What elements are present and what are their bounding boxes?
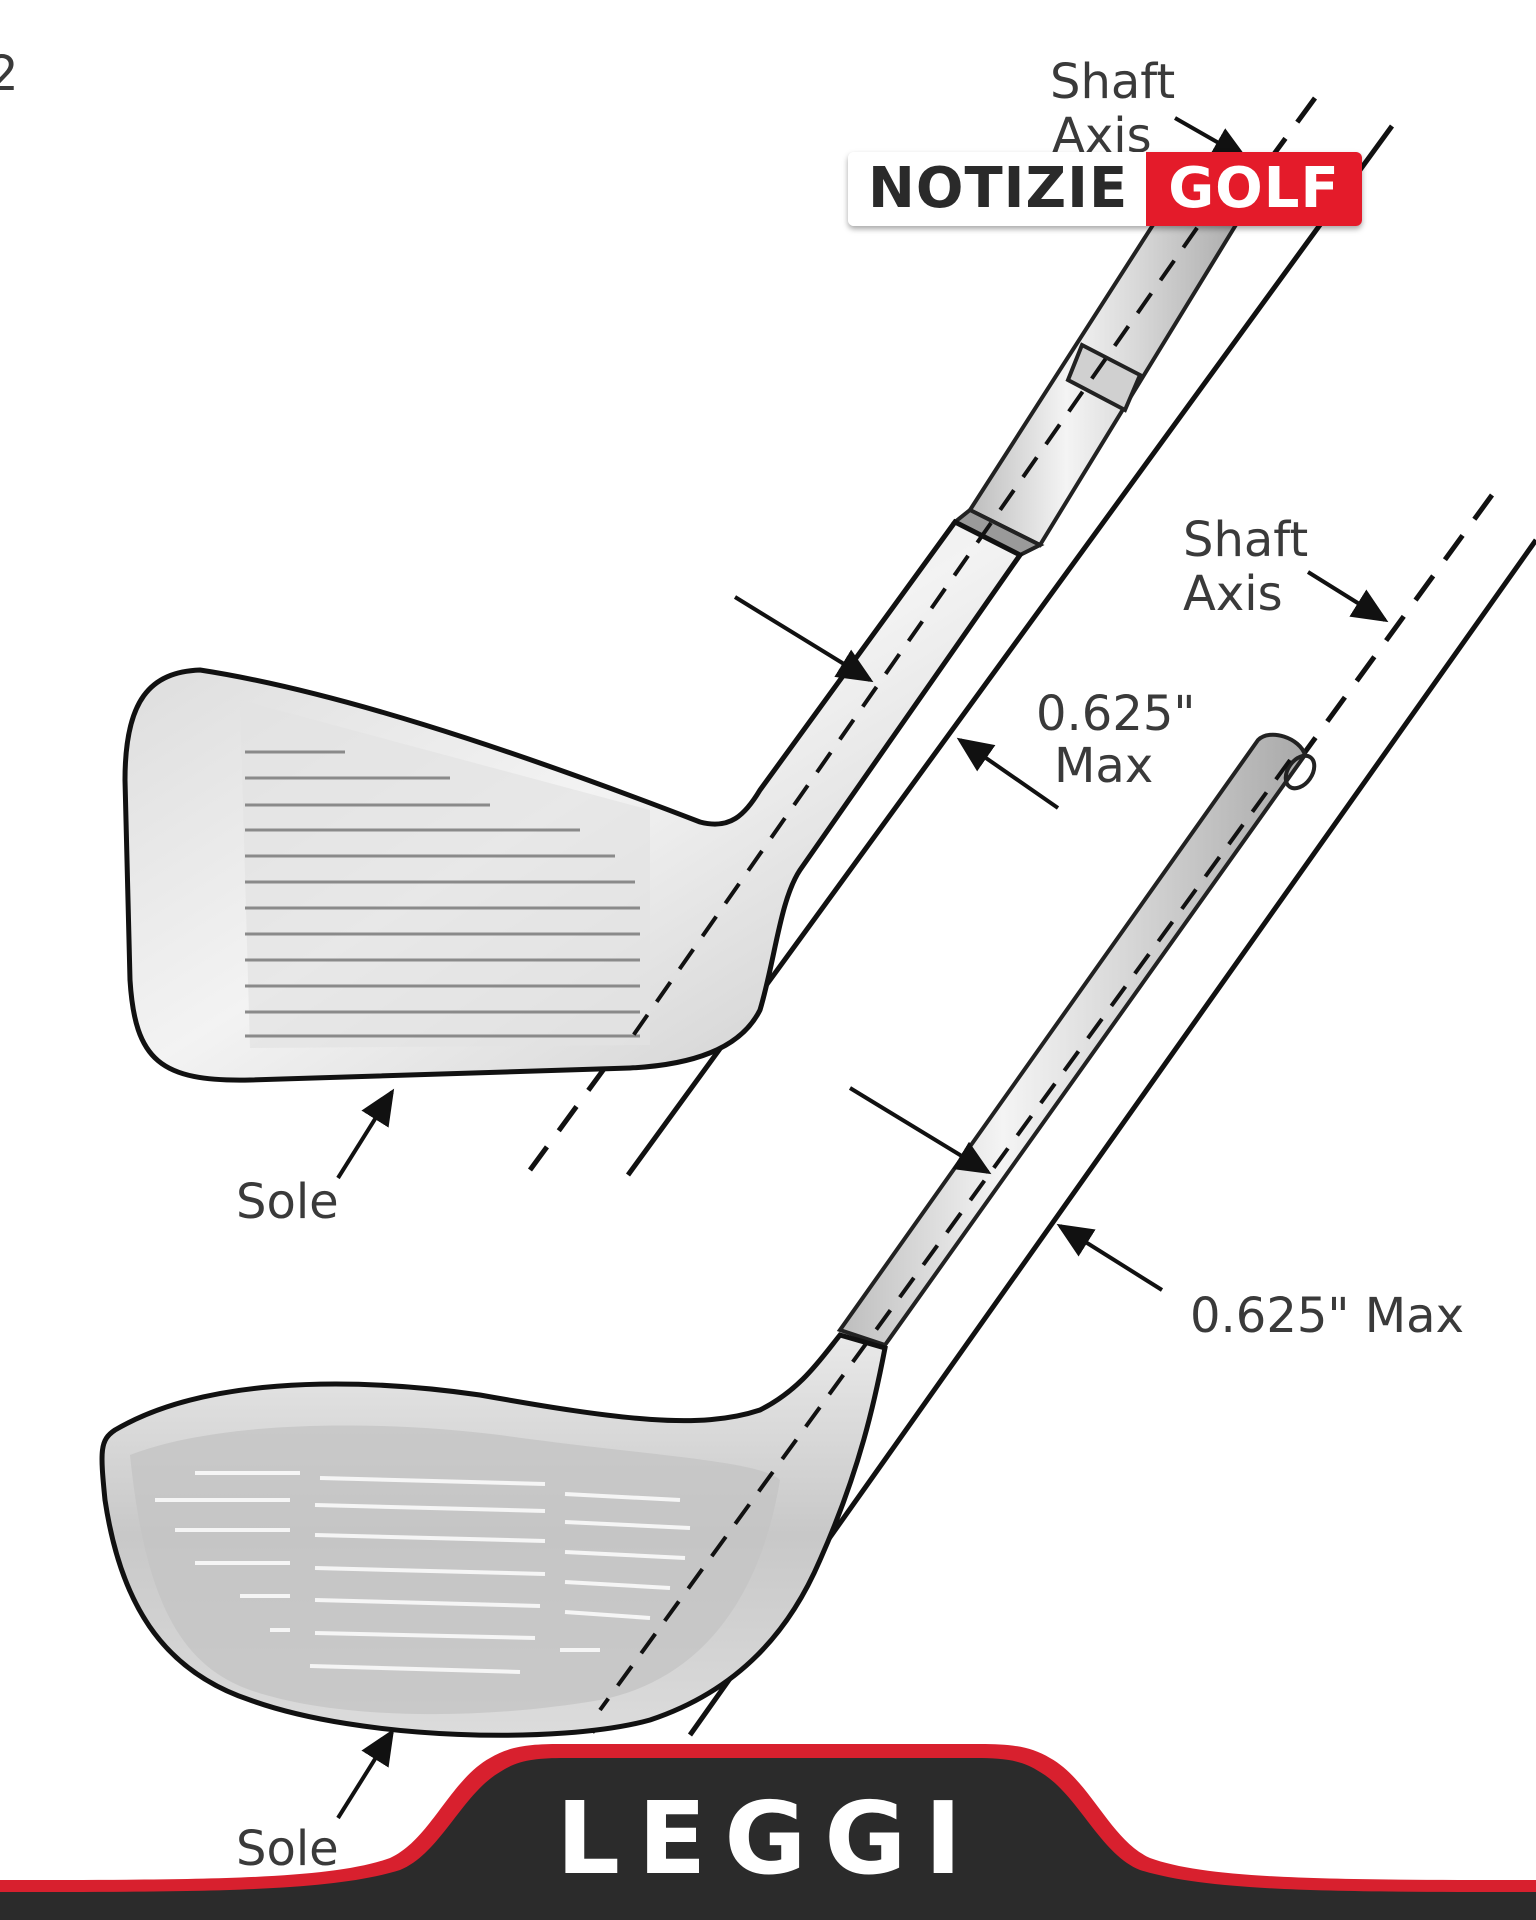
- max-label-top-2: Max: [1054, 738, 1153, 794]
- wood-club: [99, 493, 1536, 1738]
- wood-grooves: [155, 1471, 691, 1674]
- sole-arrow-top: [336, 1088, 395, 1180]
- sole-label-top: Sole: [236, 1174, 339, 1230]
- notizie-golf-logo: NOTIZIE GOLF: [848, 152, 1362, 226]
- max-arrow-bottom: [1056, 1223, 1164, 1292]
- brand-word-2: GOLF: [1146, 152, 1362, 226]
- shaft-axis-label-mid-2: Axis: [1183, 566, 1283, 622]
- max-arrow-top: [956, 737, 1060, 810]
- brand-word-1: NOTIZIE: [848, 152, 1147, 226]
- shaft-axis-label-mid-1: Shaft: [1183, 512, 1308, 568]
- wood-width-arrow: [848, 1086, 992, 1175]
- sole-arrow-bottom: [336, 1728, 395, 1820]
- max-label-top-1: 0.625": [1036, 686, 1196, 742]
- iron-grooves: [245, 750, 640, 1038]
- iron-club: [122, 96, 1395, 1177]
- shaft-axis-label-top-1: Shaft: [1050, 54, 1175, 110]
- leggi-banner[interactable]: [0, 1730, 1536, 1920]
- shaft-axis-arrow-top: [1174, 116, 1249, 160]
- leggi-button-label[interactable]: LEGGI: [556, 1780, 980, 1897]
- iron-shaft-band: [1065, 342, 1143, 413]
- wood-shaft: [836, 732, 1308, 1348]
- max-label-bottom: 0.625" Max: [1190, 1288, 1464, 1344]
- iron-width-arrow: [733, 595, 874, 683]
- shaft-axis-arrow-mid: [1306, 570, 1389, 623]
- page-number: 2: [0, 46, 19, 102]
- sole-label-bottom: Sole: [236, 1821, 339, 1877]
